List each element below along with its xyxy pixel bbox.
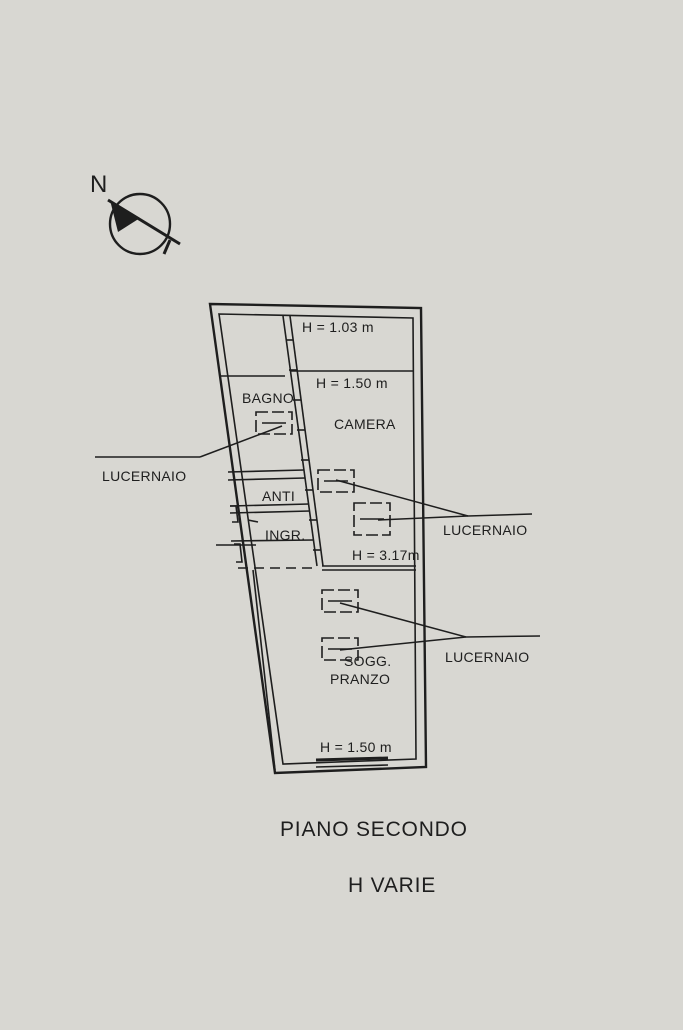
room-label-camera: CAMERA	[334, 416, 396, 432]
room-label-soggiorno: SOGG.	[344, 653, 391, 669]
skylight-label-right-lower: LUCERNAIO	[445, 649, 529, 665]
height-label-camera: H = 1.50 m	[316, 375, 388, 391]
interior-walls	[220, 315, 416, 771]
height-label-middle: H = 3.17m	[352, 547, 420, 563]
height-label-top: H = 1.03 m	[302, 319, 374, 335]
floor-title: PIANO SECONDO	[280, 818, 468, 841]
room-label-ingresso: INGR.	[265, 527, 305, 543]
skylight-label-left: LUCERNAIO	[102, 468, 186, 484]
room-label-anti: ANTI	[262, 488, 295, 504]
skylight-label-right-upper: LUCERNAIO	[443, 522, 527, 538]
floor-subtitle: H VARIE	[348, 874, 437, 897]
room-label-pranzo: PRANZO	[330, 671, 390, 687]
north-label: N	[90, 171, 108, 198]
north-arrow-icon	[107, 192, 181, 256]
leader-lines	[95, 425, 541, 651]
outer-walls	[208, 302, 428, 775]
room-label-bagno: BAGNO	[242, 390, 294, 406]
ingress-wall-detail	[230, 505, 259, 563]
height-label-bottom: H = 1.50 m	[320, 739, 392, 755]
